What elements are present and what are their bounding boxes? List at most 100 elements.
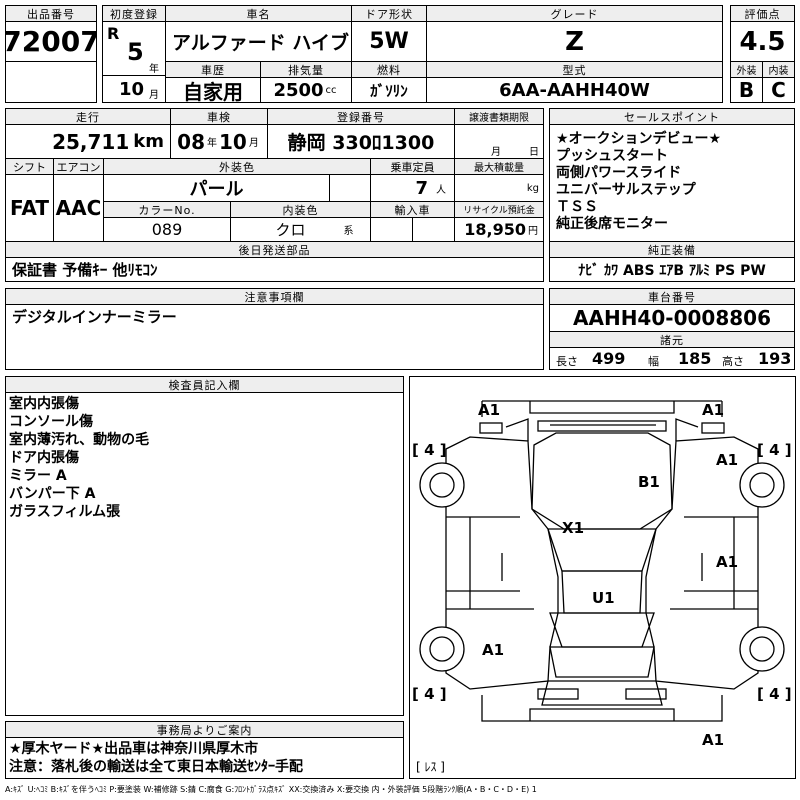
genuine-value: ﾅﾋﾞ ｶﾜ ABS ｴｱB ｱﾙﾐ PS PW [549, 257, 795, 282]
exterior-label: 外装 [730, 61, 763, 78]
interior-value: C [762, 77, 795, 103]
capacity-label: 乗車定員 [370, 158, 455, 175]
spare-tire: [ ﾚｽ ] [416, 760, 445, 774]
car-name-label: 車名 [165, 5, 352, 22]
tire-tread: [ 4 ] [412, 685, 447, 703]
damage-mark: A1 [702, 401, 724, 419]
chassis-label: 車台番号 [549, 288, 795, 305]
interior-label: 内装 [762, 61, 795, 78]
lot-no-label: 出品番号 [5, 5, 97, 22]
shift-label: シフト [5, 158, 54, 175]
door-label: ドア形状 [351, 5, 427, 22]
office-line: ★厚木ヤード★出品車は神奈川県厚木市 [9, 741, 259, 757]
transfer-value: 月 日 [454, 124, 544, 159]
import-label: 輸入車 [370, 201, 455, 218]
genuine-label: 純正装備 [549, 241, 795, 258]
import-blank-1 [370, 217, 413, 242]
shift-value: FAT [5, 174, 54, 242]
ext-color-label: 外装色 [103, 158, 371, 175]
history-value: 自家用 [165, 77, 261, 103]
damage-mark: A1 [482, 641, 504, 659]
damage-diagram: A1 A1 A1 B1 X1 A1 U1 A1 A1 [ 4 ] [ 4 ] [… [409, 376, 796, 779]
notes-box: デジタルインナーミラー [5, 304, 544, 370]
inspector-line: ミラー A [9, 468, 67, 484]
tire-tread: [ 4 ] [412, 441, 447, 459]
office-label: 事務局よりご案内 [5, 721, 404, 738]
plate-value: 静岡 330ﾛ1300 [267, 124, 455, 159]
fuel-label: 燃料 [351, 61, 427, 78]
notes-label: 注意事項欄 [5, 288, 544, 305]
color-no-label: カラーNo. [103, 201, 231, 218]
sales-points-list: ★オークションデビュー★ プッシュスタート 両側パワースライド ユニバーサルステ… [549, 124, 795, 242]
later-parts-value: 保証書 予備ｷｰ 他ﾘﾓｺﾝ [5, 257, 544, 282]
legend: A:ｷｽﾞ U:ﾍｺﾐ B:ｷｽﾞを伴うﾍｺﾐ P:要塗装 W:補修跡 S:錆 … [5, 785, 537, 794]
later-parts-label: 後日発送部品 [5, 241, 544, 258]
sales-point: 両側パワースライド [556, 165, 682, 181]
inspector-line: コンソール傷 [9, 414, 93, 430]
recycle-label: リサイクル預託金 [454, 201, 544, 218]
width-value: 185 [678, 349, 712, 368]
height-value: 193 [758, 349, 792, 368]
exterior-value: B [730, 77, 763, 103]
car-name-value: アルファード ハイブリッド [165, 21, 352, 62]
sales-point: ★オークションデビュー★ [556, 131, 722, 147]
max-load-value: kg [454, 174, 544, 202]
lot-no-blank [5, 61, 97, 103]
year-unit: 年 [149, 64, 159, 75]
first-reg-month: 10 月 [102, 75, 166, 103]
office-line: 注意：落札後の輸送は全て東日本輸送ｾﾝﾀｰ手配 [9, 759, 303, 775]
door-value: 5W [351, 21, 427, 62]
history-label: 車歴 [165, 61, 261, 78]
ext-color-blank [329, 174, 371, 202]
inspector-line: ドア内張傷 [9, 450, 79, 466]
sales-points-label: セールスポイント [549, 108, 795, 125]
model-label: 型式 [426, 61, 723, 78]
sales-point: ユニバーサルステップ [556, 182, 696, 198]
grade-label: グレード [426, 5, 723, 22]
color-no-value: 089 [103, 217, 231, 242]
specs-values: 長さ 499 幅 185 高さ 193 [549, 347, 795, 370]
damage-mark: A1 [702, 731, 724, 749]
inspector-box: 室内内張傷 コンソール傷 室内薄汚れ、動物の毛 ドア内張傷 ミラー A バンパー… [5, 392, 404, 716]
tire-tread: [ 4 ] [757, 441, 792, 459]
era: R [107, 24, 120, 43]
first-reg-year-value: 5 [127, 38, 144, 66]
inspector-line: 室内薄汚れ、動物の毛 [9, 432, 150, 448]
fuel-value: ｶﾞｿﾘﾝ [351, 77, 427, 103]
damage-mark: U1 [592, 589, 615, 607]
max-load-label: 最大積載量 [454, 158, 544, 175]
int-color-value: クロ系 [230, 217, 371, 242]
ext-color-value: パール [103, 174, 330, 202]
transfer-label: 譲渡書類期限 [454, 108, 544, 125]
inspector-label: 検査員記入欄 [5, 376, 404, 393]
office-box: ★厚木ヤード★出品車は神奈川県厚木市 注意：落札後の輸送は全て東日本輸送ｾﾝﾀｰ… [5, 737, 404, 779]
aircon-label: エアコン [53, 158, 104, 175]
first-reg-year: R 5 年 [102, 21, 166, 76]
tire-tread: [ 4 ] [757, 685, 792, 703]
displacement-label: 排気量 [260, 61, 352, 78]
sales-point: ＴＳＳ [556, 199, 598, 215]
specs-label: 諸元 [549, 331, 795, 348]
grade-value: Z [426, 21, 723, 62]
damage-mark: A1 [716, 553, 738, 571]
int-color-label: 内装色 [230, 201, 371, 218]
score-label: 評価点 [730, 5, 795, 22]
import-blank-2 [412, 217, 455, 242]
length-value: 499 [592, 349, 626, 368]
aircon-value: AAC [53, 174, 104, 242]
chassis-value: AAHH40-0008806 [549, 304, 795, 332]
score-value: 4.5 [730, 21, 795, 62]
inspector-line: 室内内張傷 [9, 396, 79, 412]
damage-mark: B1 [638, 473, 660, 491]
model-value: 6AA-AAHH40W [426, 77, 723, 103]
sales-point: 純正後席モニター [556, 216, 668, 232]
notes-value: デジタルインナーミラー [12, 308, 177, 326]
sales-point: プッシュスタート [556, 148, 668, 164]
inspector-line: ガラスフィルム張 [9, 504, 121, 520]
inspector-line: バンパー下 A [9, 486, 96, 502]
